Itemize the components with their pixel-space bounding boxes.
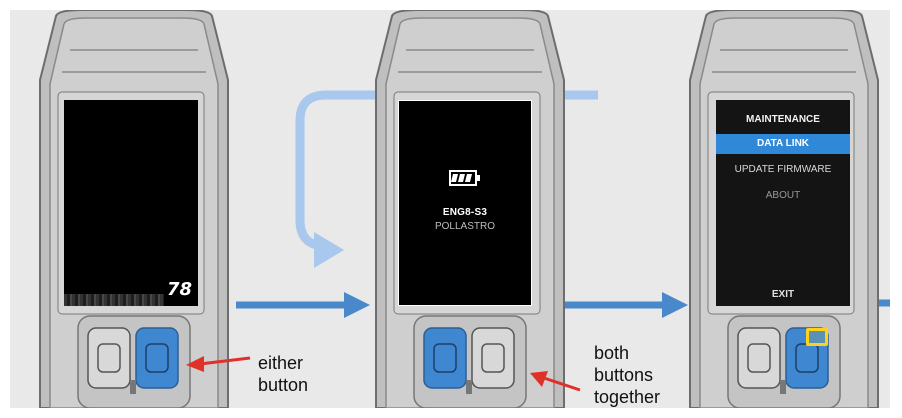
screen-artifact (64, 294, 164, 306)
device-screen: ENG8-S3 POLLASTRO (398, 100, 532, 306)
flow-arrows (236, 90, 890, 318)
right-button[interactable] (135, 327, 179, 389)
device-screen: MAINTENANCE DATA LINK UPDATE FIRMWARE AB… (716, 100, 850, 306)
corner-value: 78 (166, 279, 192, 300)
battery-icon (449, 170, 480, 186)
highlight-box (806, 328, 828, 346)
left-button[interactable] (87, 327, 131, 389)
caption-line: buttons (594, 365, 654, 385)
right-button[interactable] (471, 327, 515, 389)
pointer-arrow-2 (530, 371, 581, 392)
device-id-label: ENG8-S3 (442, 207, 488, 218)
left-button[interactable] (737, 327, 781, 389)
caption-line: both (594, 343, 630, 363)
flow-arrowhead-1 (344, 292, 370, 318)
caption-line: together (594, 387, 661, 407)
caption-line: either (258, 353, 304, 373)
menu-title: MAINTENANCE (746, 114, 820, 125)
caption-both-buttons: both buttons together (594, 342, 660, 408)
caption-line: button (258, 375, 309, 395)
device-2: ENG8-S3 POLLASTRO both buttons together (358, 10, 660, 408)
diagram-panel: 78 either button (10, 10, 890, 408)
loop-arrowhead (314, 232, 344, 268)
menu-exit[interactable]: EXIT (771, 289, 795, 300)
menu-item-about[interactable]: ABOUT (765, 190, 801, 201)
device-3: MAINTENANCE DATA LINK UPDATE FIRMWARE AB… (672, 10, 890, 408)
pointer-arrow-1 (186, 356, 251, 372)
menu-item-update-firmware[interactable]: UPDATE FIRMWARE (734, 164, 832, 175)
flow-arrowhead-2 (662, 292, 688, 318)
device-1: 78 either button (22, 10, 308, 408)
caption-either-button: either button (258, 352, 308, 396)
loop-arrow (295, 90, 598, 251)
device-screen: 78 (64, 100, 198, 306)
left-button[interactable] (423, 327, 467, 389)
device-name-label: POLLASTRO (434, 221, 496, 232)
menu-item-data-link[interactable]: DATA LINK (716, 134, 850, 154)
